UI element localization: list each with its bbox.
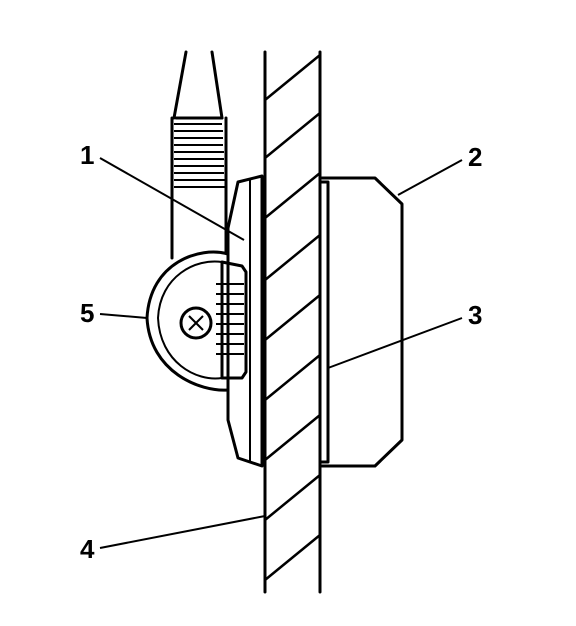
callout-2: 2	[468, 142, 482, 172]
callout-1: 1	[80, 140, 94, 170]
leader-1	[99, 157, 245, 241]
leader-2	[397, 159, 463, 196]
screw-icon	[179, 306, 213, 340]
outer-housing	[320, 176, 404, 468]
leader-3	[327, 317, 463, 369]
seal-gasket	[318, 180, 330, 464]
mounting-base	[226, 174, 264, 468]
callout-4: 4	[80, 534, 95, 564]
leader-4	[99, 515, 266, 549]
cable-boot	[170, 50, 228, 260]
callout-5: 5	[80, 298, 94, 328]
cable-connector	[145, 250, 248, 392]
callout-3: 3	[468, 300, 482, 330]
leader-5	[99, 313, 148, 319]
panel	[263, 50, 322, 594]
leader-lines	[99, 157, 463, 549]
